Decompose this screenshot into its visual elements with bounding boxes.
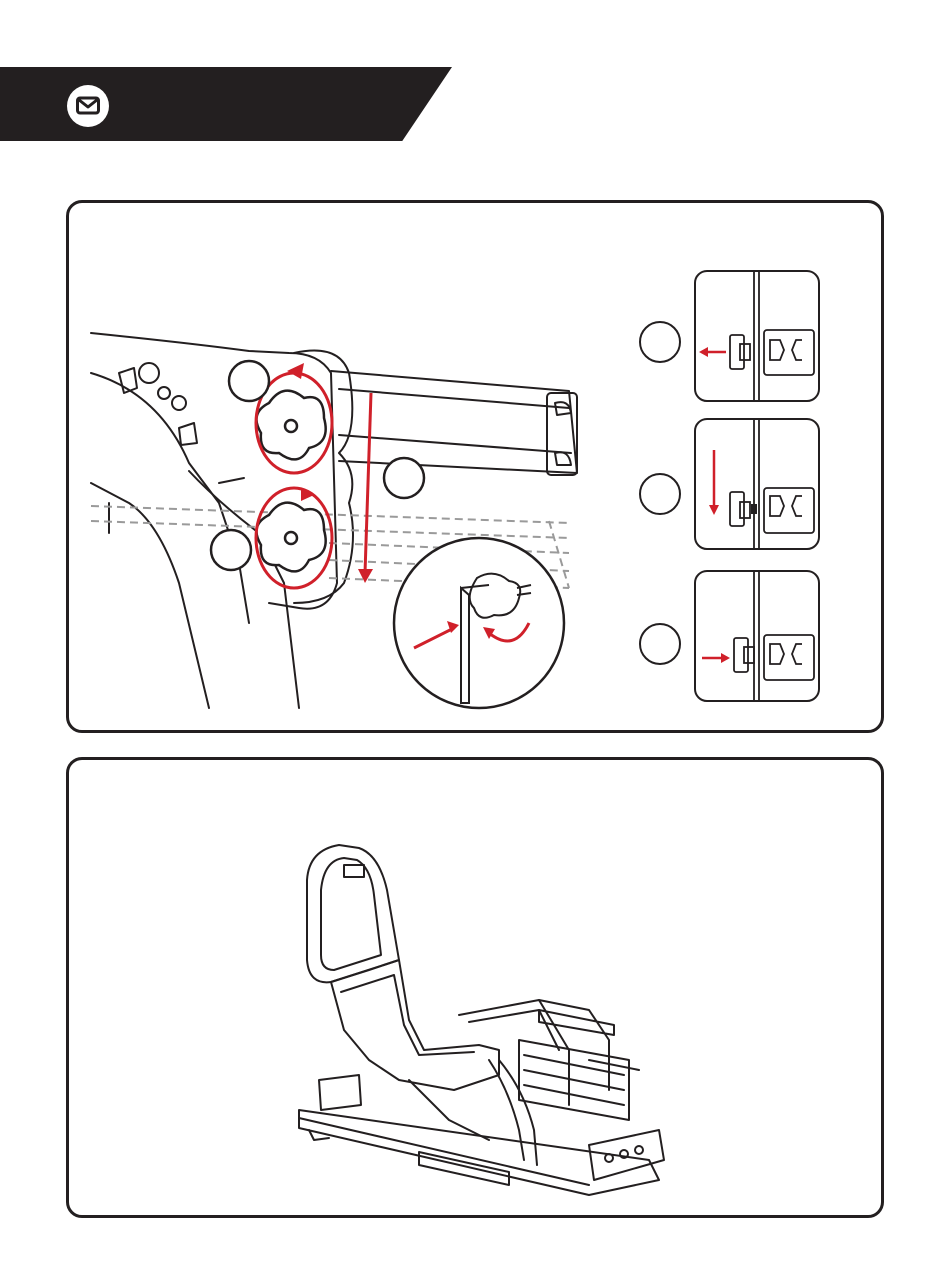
instruction-panel-adjust bbox=[66, 200, 884, 733]
step-inset-3 bbox=[694, 570, 820, 702]
callout-circle-3 bbox=[211, 530, 251, 570]
cockpit-illustration bbox=[69, 760, 881, 1215]
envelope-icon bbox=[66, 84, 110, 128]
callout-circle-2 bbox=[384, 458, 424, 498]
instruction-panel-assembled bbox=[66, 757, 884, 1218]
detail-zoom-circle bbox=[394, 538, 564, 708]
step-circle-3 bbox=[639, 623, 681, 665]
step-circle-1 bbox=[639, 321, 681, 363]
knob-upper-icon bbox=[257, 391, 326, 460]
callout-circle-1 bbox=[229, 361, 269, 401]
step-circle-2 bbox=[639, 473, 681, 515]
step-inset-1 bbox=[694, 270, 820, 402]
step-inset-2 bbox=[694, 418, 820, 550]
